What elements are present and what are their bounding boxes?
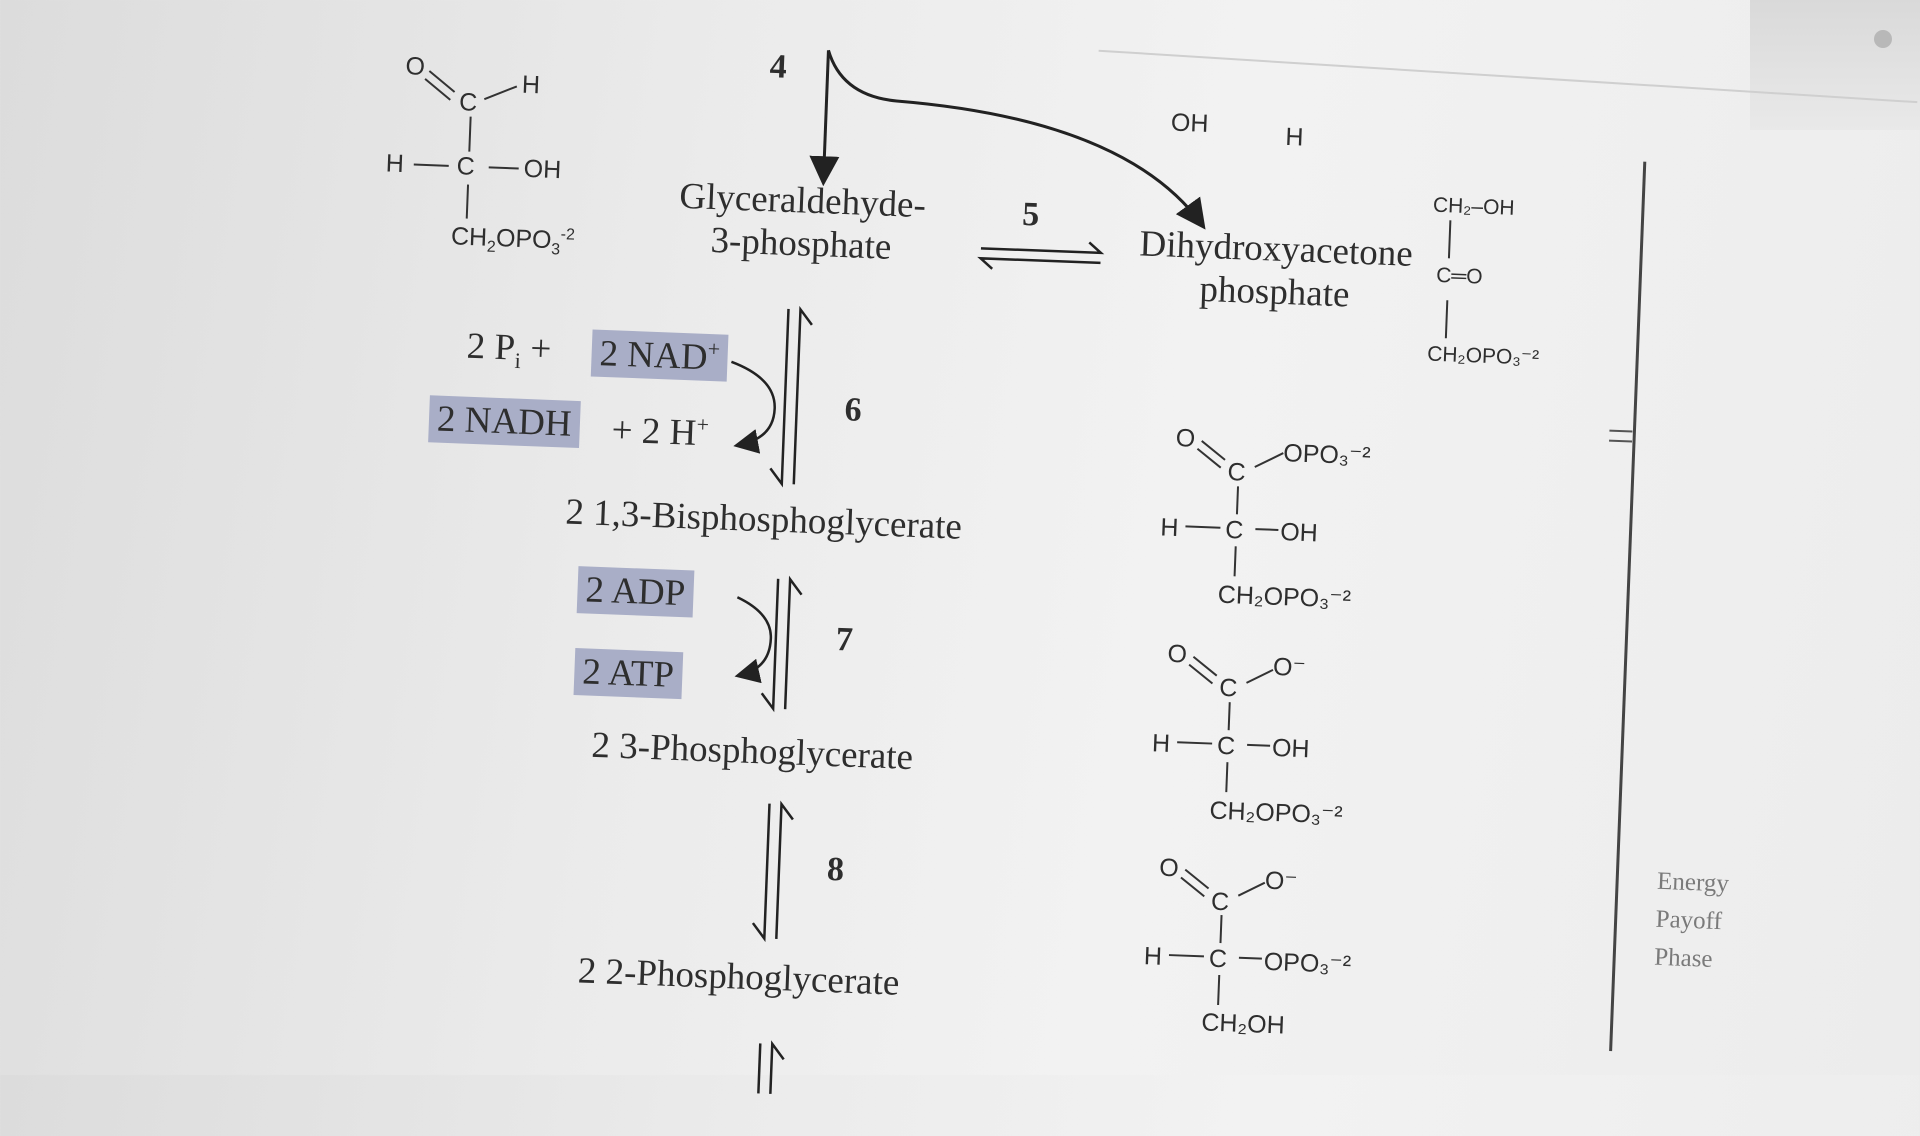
bpg-ch2opo3: CH₂OPO₃⁻² (1217, 580, 1352, 614)
dhap-ch2opo3: CH₂OPO₃⁻² (1426, 342, 1540, 370)
pg3-bonds (1177, 656, 1274, 793)
step7-up-arrow (783, 575, 803, 710)
step-8-number: 8 (826, 850, 845, 889)
gap-o: O (405, 52, 426, 81)
h-sup: + (696, 411, 710, 438)
atp-box: 2 ATP (573, 648, 683, 700)
gap-ch2-sub: 2 (486, 238, 496, 257)
phase-line3: Phase (1653, 943, 1714, 973)
window-corner (1750, 0, 1920, 130)
bpg-c-mid: C (1224, 515, 1244, 545)
pi-sub: i (514, 347, 522, 374)
top-h-label: H (1284, 122, 1305, 152)
phase-label: Energy Payoff Phase (1654, 863, 1730, 980)
nad-text: 2 NAD (598, 333, 709, 379)
step8-down-arrow (751, 803, 771, 943)
gap-h-top: H (521, 70, 541, 100)
corner-button-icon[interactable] (1874, 30, 1892, 48)
bpg-o: O (1175, 423, 1196, 453)
step5-back-arrow (977, 256, 1101, 270)
pg2-opo3: OPO₃⁻² (1263, 947, 1352, 980)
dhap-name: Dihydroxyacetone phosphate (1129, 222, 1422, 319)
gap-opo: OPO (495, 224, 553, 255)
step6-down-arrow (769, 308, 790, 488)
dhap-bonds (1444, 220, 1452, 339)
dhap-co: C═O (1435, 263, 1484, 289)
step-4-number: 4 (769, 48, 788, 86)
step-7-number: 7 (835, 621, 854, 659)
gap-name: Glyceraldehyde- 3-phosphate (650, 174, 953, 271)
pg2-h: H (1143, 942, 1163, 971)
gap-oh: OH (523, 154, 562, 185)
pg2-bonds (1168, 868, 1266, 1006)
dhap-ch2oh: CH₂–OH (1432, 193, 1516, 220)
bpg-c: C (1227, 457, 1247, 487)
step-6-number: 6 (843, 391, 863, 429)
gap-ch2: CH (450, 222, 488, 252)
pg2-ch2oh: CH₂OH (1200, 1008, 1286, 1040)
step7-down-arrow (760, 578, 780, 713)
pg3-oh: OH (1271, 733, 1311, 764)
bpg-h: H (1159, 513, 1179, 543)
step7-cofactor-curve (734, 596, 773, 684)
gap-ch2opo3: CH2OPO3-2 (450, 222, 576, 260)
gap-opo-sup: -2 (560, 226, 576, 244)
pg3-o-minus: O⁻ (1272, 652, 1307, 683)
pi-plus: + (529, 328, 553, 370)
pg3-h: H (1151, 729, 1171, 758)
gap-opo-sub: 3 (550, 241, 561, 259)
bpg-opo3: OPO₃⁻² (1282, 439, 1372, 471)
step6-up-arrow (792, 305, 813, 485)
pg3-ch2opo3: CH₂OPO₃⁻² (1209, 796, 1344, 830)
gap-h-left: H (385, 149, 405, 179)
step6-cofactor-curve (730, 360, 776, 454)
pg2-o-minus: O⁻ (1264, 866, 1299, 896)
bpg-bonds (1185, 440, 1284, 577)
pg3-o: O (1167, 639, 1188, 669)
adp-box: 2 ADP (576, 566, 695, 618)
step5-forward-arrow (980, 241, 1105, 255)
step4-curve-arrow (827, 49, 1206, 230)
h-text: + 2 H (610, 409, 698, 454)
pg2-c-mid: C (1208, 944, 1228, 974)
pi-text: 2 P (466, 325, 516, 369)
step9-arrow-partial (757, 1043, 762, 1094)
pg2-c: C (1210, 887, 1230, 917)
phase-line2: Payoff (1655, 905, 1723, 936)
pi-label: 2 Pi + (466, 325, 552, 376)
bpg-oh: OH (1279, 518, 1319, 548)
step-5-number: 5 (1021, 195, 1041, 234)
top-oh-label: OH (1170, 108, 1209, 138)
gap-c-mid: C (456, 152, 476, 181)
gap-bonds (413, 70, 519, 219)
panel-border-top (1098, 49, 1918, 104)
nad-box: 2 NAD+ (590, 329, 729, 383)
pg2-o: O (1158, 853, 1180, 883)
phase-line1: Energy (1656, 867, 1730, 898)
gap-c-top: C (458, 88, 478, 117)
phase-divider (1609, 161, 1647, 1052)
phase-divider-tick (1609, 429, 1633, 443)
pg3-c: C (1218, 673, 1238, 703)
step8-up-arrow (775, 800, 794, 940)
nadh-box: 2 NADH (428, 395, 581, 449)
step4-arrow (809, 50, 840, 187)
pg3-c-mid: C (1216, 731, 1236, 761)
h-plus-label: + 2 H+ (611, 408, 710, 455)
step9-arrow-partial-2 (769, 1040, 785, 1094)
nad-sup: + (707, 335, 721, 362)
